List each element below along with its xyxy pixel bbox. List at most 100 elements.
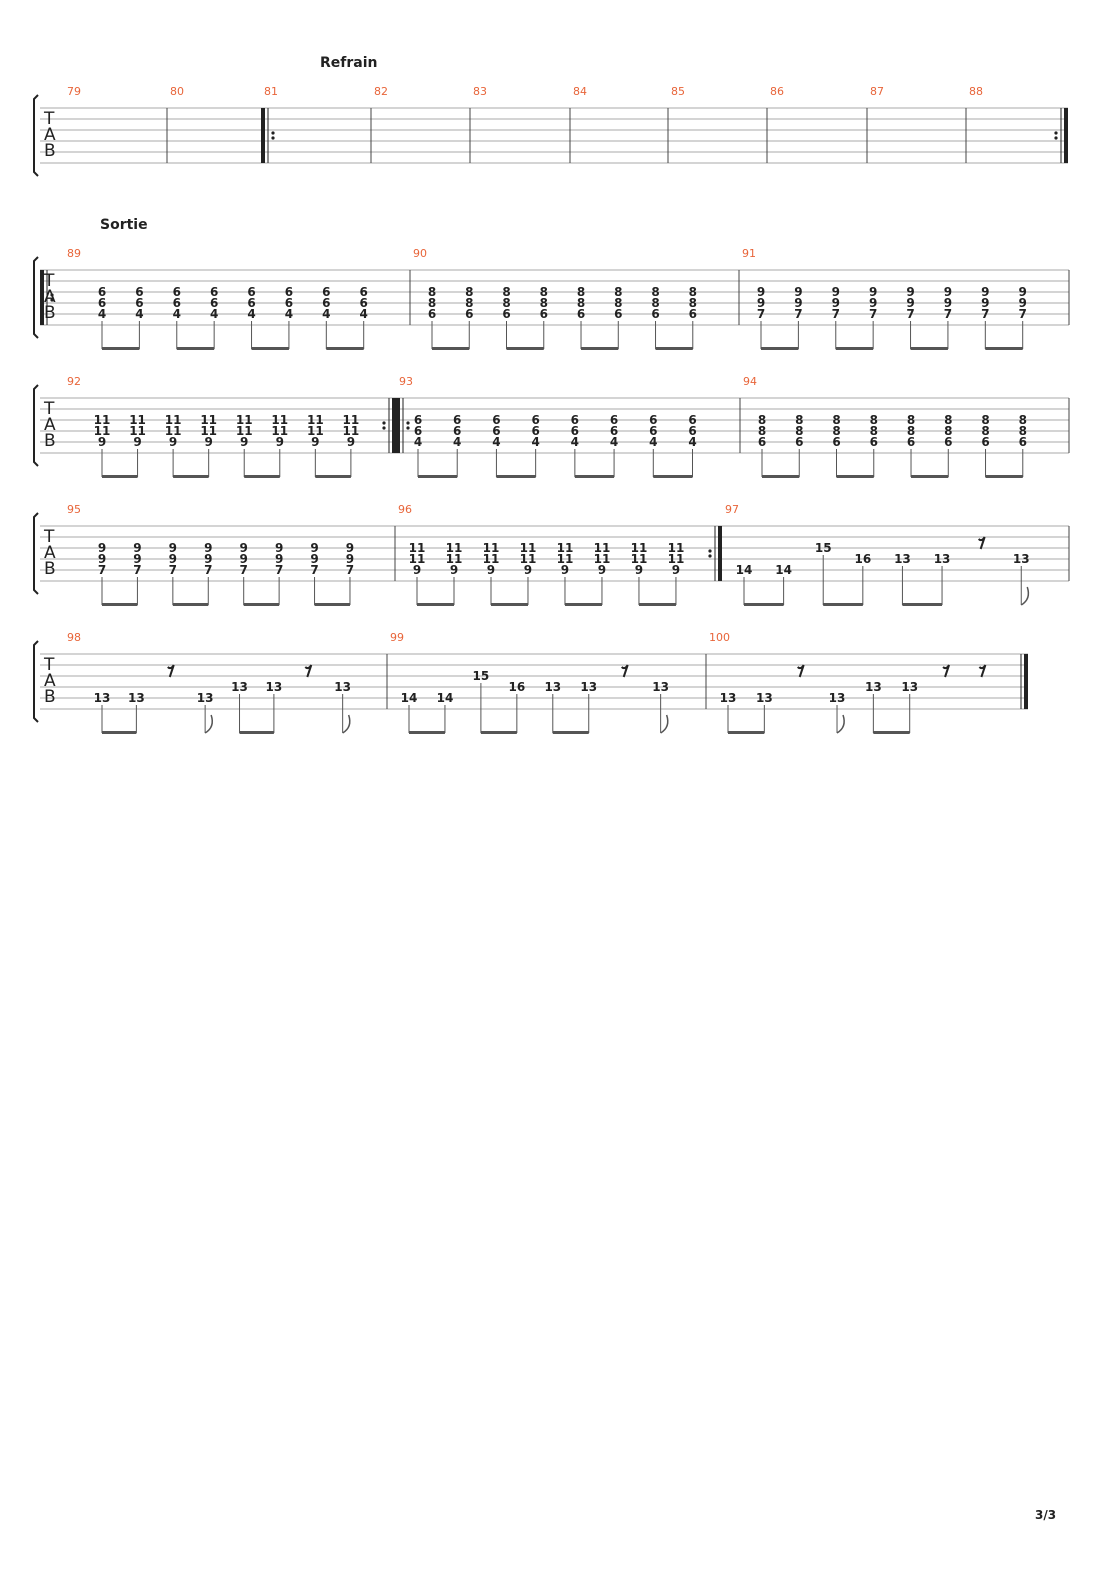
- fret-number: 9: [981, 296, 989, 310]
- fret-number: 16: [508, 680, 525, 694]
- fret-number: 9: [310, 541, 318, 555]
- measure-number: 95: [67, 503, 81, 516]
- flag: [204, 714, 214, 734]
- fret-number: 4: [360, 307, 368, 321]
- fret-number: 13: [652, 680, 669, 694]
- fret-number: 13: [934, 552, 951, 566]
- tab-clef-letter: T: [43, 527, 55, 547]
- fret-number: 11: [129, 413, 146, 427]
- fret-number: 6: [571, 413, 579, 427]
- fret-number: 6: [453, 424, 461, 438]
- fret-number: 11: [129, 424, 146, 438]
- fret-number: 7: [906, 307, 914, 321]
- fret-number: 6: [614, 307, 622, 321]
- fret-number: 6: [832, 435, 840, 449]
- tab-clef-letter: T: [43, 399, 55, 419]
- repeat-dot: [1054, 131, 1058, 135]
- fret-number: 9: [944, 296, 952, 310]
- fret-number: 9: [240, 435, 248, 449]
- measure-number: 98: [67, 631, 81, 644]
- fret-number: 13: [128, 691, 145, 705]
- fret-number: 8: [832, 413, 840, 427]
- fret-number: 9: [794, 285, 802, 299]
- fret-number: 4: [322, 307, 330, 321]
- fret-number: 8: [428, 296, 436, 310]
- measure-number: 97: [725, 503, 739, 516]
- tab-system: SortieTAB8966466466466466466466466490886…: [33, 217, 1070, 350]
- repeat-dot: [382, 426, 386, 430]
- fret-number: 6: [540, 307, 548, 321]
- fret-number: 9: [204, 541, 212, 555]
- measure-number: 87: [870, 85, 884, 98]
- section-label: Refrain: [320, 55, 377, 71]
- repeat-dot: [271, 131, 275, 135]
- fret-number: 8: [758, 424, 766, 438]
- fret-number: 9: [169, 541, 177, 555]
- beam: [251, 347, 289, 350]
- fret-number: 13: [720, 691, 737, 705]
- fret-number: 6: [173, 296, 181, 310]
- beam: [761, 347, 799, 350]
- eighth-rest-icon: [977, 536, 986, 550]
- fret-number: 9: [757, 285, 765, 299]
- fret-number: 9: [487, 563, 495, 577]
- repeat-start-thick-bar: [396, 398, 400, 453]
- measure-number: 84: [573, 85, 587, 98]
- fret-number: 6: [210, 296, 218, 310]
- fret-number: 9: [832, 285, 840, 299]
- tab-clef-letter: B: [44, 141, 56, 161]
- tab-clef-letter: B: [44, 303, 56, 323]
- beam: [911, 475, 949, 478]
- final-thick-bar: [1024, 654, 1028, 709]
- beam: [985, 347, 1023, 350]
- fret-number: 7: [133, 563, 141, 577]
- fret-number: 9: [832, 296, 840, 310]
- fret-number: 11: [594, 552, 611, 566]
- beam: [418, 475, 458, 478]
- fret-number: 6: [944, 435, 952, 449]
- beam: [315, 475, 351, 478]
- repeat-start-thick-bar: [261, 108, 265, 163]
- fret-number: 8: [870, 413, 878, 427]
- fret-number: 4: [649, 435, 657, 449]
- measure-number: 91: [742, 247, 756, 260]
- repeat-dot: [271, 136, 275, 140]
- fret-number: 8: [465, 296, 473, 310]
- section-label: Sortie: [100, 217, 148, 233]
- fret-number: 11: [343, 424, 360, 438]
- fret-number: 6: [492, 413, 500, 427]
- tab-clef-letter: T: [43, 109, 55, 129]
- measure-number: 90: [413, 247, 427, 260]
- fret-number: 8: [907, 413, 915, 427]
- fret-number: 8: [577, 296, 585, 310]
- fret-number: 11: [200, 424, 217, 438]
- fret-number: 11: [271, 413, 288, 427]
- fret-number: 13: [231, 680, 248, 694]
- fret-number: 4: [571, 435, 579, 449]
- fret-number: 4: [453, 435, 461, 449]
- fret-number: 6: [453, 413, 461, 427]
- fret-number: 9: [346, 552, 354, 566]
- fret-number: 6: [577, 307, 585, 321]
- eighth-rest-icon: [796, 664, 805, 678]
- fret-number: 6: [360, 285, 368, 299]
- beam: [102, 603, 138, 606]
- repeat-dot: [406, 421, 410, 425]
- beam: [239, 731, 274, 734]
- fret-number: 13: [865, 680, 882, 694]
- fret-number: 11: [557, 552, 574, 566]
- fret-number: 9: [133, 435, 141, 449]
- fret-number: 6: [247, 285, 255, 299]
- fret-number: 11: [594, 541, 611, 555]
- fret-number: 11: [271, 424, 288, 438]
- fret-number: 8: [870, 424, 878, 438]
- fret-number: 6: [285, 285, 293, 299]
- fret-number: 7: [832, 307, 840, 321]
- fret-number: 8: [832, 424, 840, 438]
- beam: [326, 347, 364, 350]
- tab-clef-letter: B: [44, 431, 56, 451]
- beam: [574, 475, 615, 478]
- fret-number: 9: [275, 541, 283, 555]
- fret-number: 6: [531, 413, 539, 427]
